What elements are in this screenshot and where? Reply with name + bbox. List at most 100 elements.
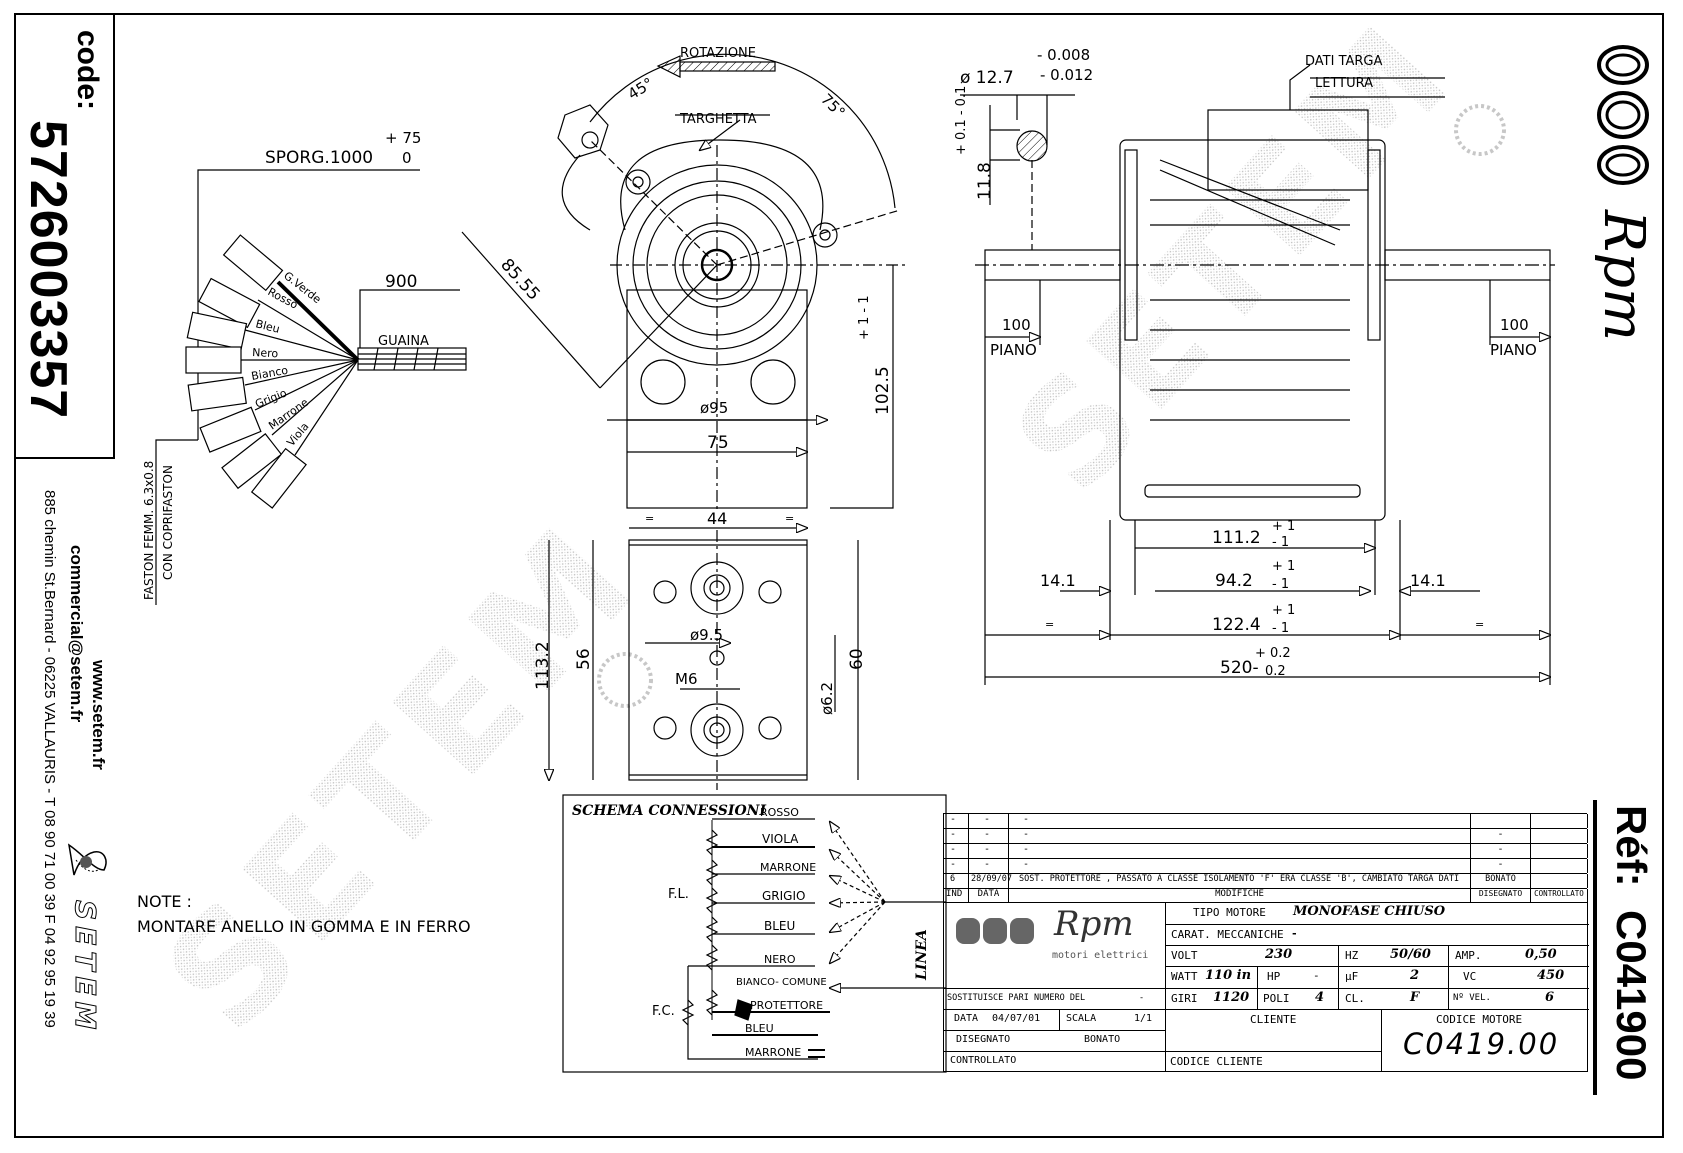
hdr-data: DATA: [969, 889, 1009, 902]
faston-terminals: [185, 234, 307, 509]
rotazione-label: ROTAZIONE: [680, 46, 756, 61]
sostituisce-label: SOSTITUISCE PARI NUMERO DEL: [947, 993, 1086, 1003]
cl-label: CL.: [1345, 992, 1365, 1005]
dim-11-8: 11.8: [975, 162, 995, 200]
dim-94-2: 94.2: [1215, 571, 1253, 591]
tol-122-minus: - 1: [1272, 621, 1289, 636]
dim-m6: M6: [675, 670, 698, 688]
guaina-label: GUAINA: [378, 334, 429, 349]
lead-label: MARRONE: [745, 1046, 801, 1059]
data-value: 04/07/01: [992, 1013, 1041, 1024]
front-view: [461, 53, 905, 510]
data-scala-row: DATA 04/07/01 SCALA 1/1: [944, 1009, 1166, 1031]
tol-111-minus: - 1: [1272, 535, 1289, 550]
hdr-dis: DISEGNATO: [1471, 889, 1531, 902]
lead-label: GRIGIO: [762, 889, 805, 903]
angle-45: 45°: [625, 74, 657, 103]
cliente-box: CLIENTE CODICE CLIENTE: [1165, 1009, 1382, 1071]
disegnato-label: DISEGNATO: [956, 1034, 1011, 1045]
eq-left: =: [1045, 618, 1054, 631]
schema-linea: LINEA: [914, 929, 930, 981]
rev-data: -: [969, 859, 1009, 873]
cliente-label: CLIENTE: [1250, 1013, 1297, 1026]
codice-motore-label: CODICE MOTORE: [1436, 1013, 1523, 1026]
shaft-detail: [960, 94, 1075, 250]
rev-ind: -: [944, 829, 969, 843]
lead-label: BLEU: [764, 919, 795, 933]
tipo-motore-label: TIPO MOTORE: [1193, 906, 1266, 919]
revision-table: - - - - - - - - - - - - - - - 6 28/09/07…: [943, 813, 1588, 903]
dim-phi95: ø95: [700, 399, 728, 417]
sporg-tol-minus: 0: [402, 149, 412, 167]
eq-left: =: [645, 512, 654, 525]
volt-row: VOLT 230 HZ 50/60 AMP. 0,50: [1165, 945, 1589, 967]
tol-111-plus: + 1: [1272, 519, 1295, 534]
title-logo-text: Rpm: [1054, 904, 1134, 944]
setem-logo: SETEM: [67, 843, 107, 1036]
carat-row: CARAT. MECCANICHE -: [1165, 924, 1589, 946]
title-logo-sub: motori elettrici: [1052, 950, 1149, 961]
dim-44: 44: [707, 509, 727, 528]
length-900: 900: [385, 272, 417, 292]
nvel-value: 6: [1545, 990, 1555, 1005]
piano-right: PIANO: [1490, 341, 1537, 359]
dim-520: 520-: [1220, 658, 1259, 678]
amp-label: AMP.: [1455, 949, 1482, 962]
revision-row: 6 28/09/07 SOST. PROTETTORE , PASSATO A …: [943, 873, 1588, 888]
dim-60: 60: [847, 648, 867, 670]
rev-data: -: [969, 814, 1009, 828]
rotation-arrow: [679, 61, 776, 72]
dim-102-5: 102.5: [873, 366, 893, 415]
disegnato-value: BONATO: [1084, 1034, 1121, 1045]
sostituisce-row: SOSTITUISCE PARI NUMERO DEL -: [944, 988, 1166, 1010]
watt-value: 110 in: [1205, 968, 1252, 983]
scala-label: SCALA: [1066, 1013, 1097, 1024]
hdr-con: CONTROLLATO: [1531, 889, 1588, 902]
poli-value: 4: [1315, 990, 1325, 1005]
title-block: Rpm motori elettrici TIPO MOTORE MONOFAS…: [943, 902, 1589, 1072]
giri-label: GIRI: [1171, 992, 1198, 1005]
piano-dim-left: 100: [1002, 316, 1031, 334]
schema-fl: F.L.: [668, 887, 689, 902]
rev-mod: -: [1009, 829, 1471, 843]
rpm-small-coil-icon: [956, 918, 1034, 944]
wire-label: Bleu: [254, 317, 281, 336]
rev-mod: -: [1009, 814, 1471, 828]
lead-label: MARRONE: [760, 861, 816, 874]
hp-value: -: [1313, 969, 1320, 982]
watt-label: WATT: [1171, 970, 1198, 983]
rev-mod: SOST. PROTETTORE , PASSATO A CLASSE ISOL…: [1009, 874, 1471, 888]
amp-value: 0,50: [1525, 947, 1557, 962]
tol-b: - 0.012: [1040, 66, 1093, 84]
wire-label: Grigio: [253, 386, 289, 410]
rpm-coil-icon: [1597, 45, 1649, 185]
nvel-label: Nº VEL.: [1453, 993, 1491, 1003]
rev-con: [1531, 844, 1588, 858]
dim-111-2: 111.2: [1212, 528, 1261, 548]
revision-header: IND DATA MODIFICHE DISEGNATO CONTROLLATO: [943, 888, 1588, 903]
dim-113-2: 113.2: [533, 641, 553, 690]
rpm-brand-logo: Rpm: [1595, 45, 1655, 341]
eq-right: =: [785, 512, 794, 525]
revision-row: - - - -: [943, 843, 1588, 858]
hdr-ind: IND: [944, 889, 969, 902]
rev-ind: -: [944, 814, 969, 828]
giri-row: GIRI 1120 POLI 4 CL. F Nº VEL. 6: [1165, 988, 1589, 1010]
controllato-row: CONTROLLATO: [944, 1051, 1166, 1071]
note-title: NOTE :: [137, 892, 192, 911]
rev-data: -: [969, 829, 1009, 843]
revision-row: - - - -: [943, 858, 1588, 873]
tol-94-plus: + 1: [1272, 559, 1295, 574]
volt-label: VOLT: [1171, 949, 1198, 962]
tol-520-minus: 0.2: [1265, 664, 1286, 679]
rev-data: 28/09/07: [969, 874, 1012, 888]
sporg-tol-plus: + 75: [385, 129, 421, 147]
targhetta-label: TARGHETTA: [679, 112, 757, 127]
cl-value: F: [1410, 990, 1420, 1005]
lead-label: BIANCO- COMUNE: [736, 977, 827, 988]
rev-dis: [1471, 814, 1531, 828]
wire-label: Viola: [284, 420, 311, 449]
wire-label: Bianco: [250, 364, 289, 383]
revision-row: - - -: [943, 813, 1588, 828]
faston-label-2: CON COPRIFASTON: [161, 465, 175, 580]
